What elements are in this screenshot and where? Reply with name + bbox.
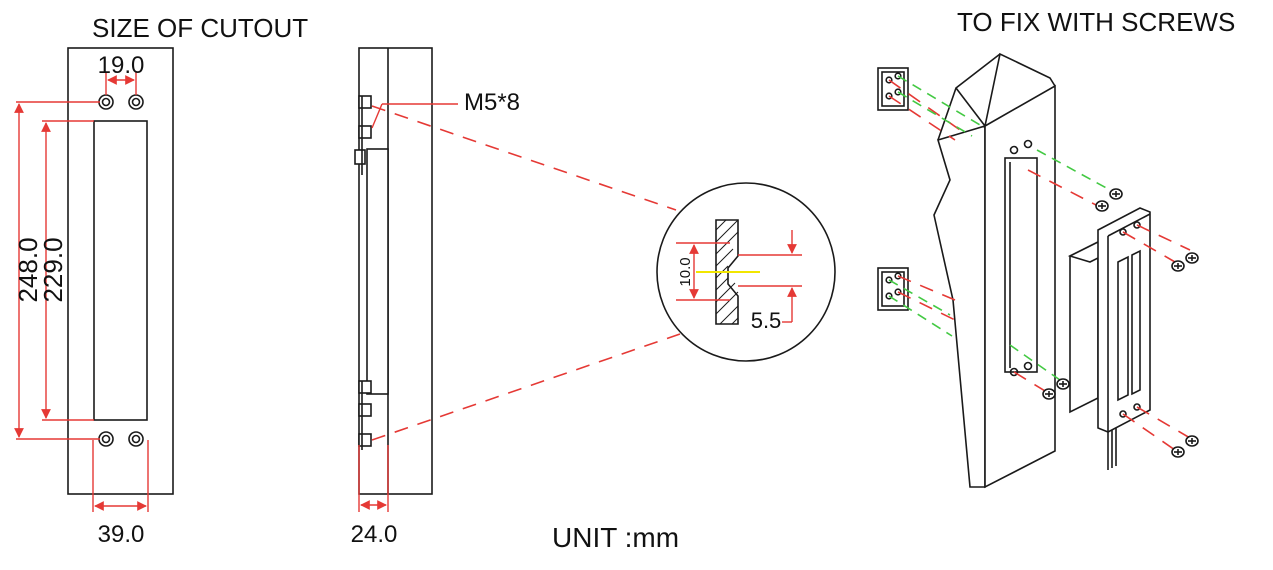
screw-spec-leader: M5*8 <box>371 89 520 129</box>
cutout-slot <box>93 120 148 421</box>
detail-projection-bottom <box>371 333 681 441</box>
width-value: 39.0 <box>98 521 145 548</box>
inner-height-dimension: 229.0 <box>38 120 94 421</box>
cutout-bottom-holes <box>98 431 144 447</box>
side-view: M5*8 24.0 <box>351 47 681 548</box>
hole-spacing-value: 19.0 <box>98 52 145 79</box>
screw-detail-view: 10.0 5.5 <box>656 182 836 362</box>
inner-height-value: 229.0 <box>38 237 68 302</box>
depth-value: 24.0 <box>351 521 398 548</box>
outer-height-dimension: 248.0 <box>13 101 100 440</box>
hole-spacing-dimension: 19.0 <box>98 52 145 95</box>
cutout-view: SIZE OF CUTOUT 19.0 248.0 <box>13 13 308 548</box>
outer-height-value: 248.0 <box>13 237 43 302</box>
screw-spec-label: M5*8 <box>464 89 520 116</box>
magnet-lock <box>1067 207 1151 470</box>
detail-height-value: 10.0 <box>677 257 694 286</box>
isometric-view: TO FIX WITH SCREWS <box>877 7 1235 489</box>
screw-icons <box>1042 188 1199 458</box>
cutout-top-holes <box>98 94 144 110</box>
backing-plate-bottom <box>877 267 909 311</box>
detail-depth-value: 5.5 <box>751 308 782 333</box>
width-dimension: 39.0 <box>92 440 149 548</box>
side-screw-heads <box>354 95 372 450</box>
unit-label: UNIT :mm <box>552 522 679 553</box>
fix-title: TO FIX WITH SCREWS <box>957 7 1235 37</box>
frame-profile <box>933 52 1056 489</box>
side-magnet-body <box>366 148 389 395</box>
detail-projection-top <box>371 105 677 211</box>
cutout-title: SIZE OF CUTOUT <box>92 13 308 43</box>
backing-plate-top <box>877 67 909 111</box>
side-panel-outline <box>358 47 433 495</box>
depth-dimension: 24.0 <box>351 445 398 548</box>
cutout-panel-outline <box>67 47 174 495</box>
